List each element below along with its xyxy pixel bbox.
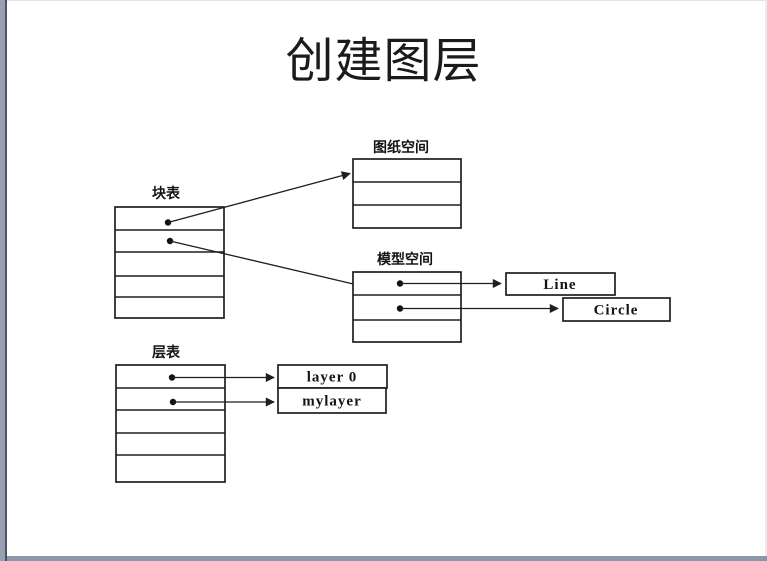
- block-table: 块表: [114, 185, 225, 319]
- layer-table-label: 层表: [152, 344, 181, 361]
- layer0-entry: layer 0: [277, 364, 388, 389]
- circle-entity-label: Circle: [594, 303, 639, 319]
- mylayer-entry: mylayer: [277, 387, 387, 414]
- arrow-block-to-model-space: [169, 240, 365, 290]
- paper-space-box: [352, 158, 462, 229]
- window-left-edge: [0, 0, 7, 561]
- paper-space-row-lines: [353, 181, 461, 206]
- window-top-edge: [0, 0, 767, 1]
- line-entity-box: [505, 272, 616, 296]
- mylayer-label: mylayer: [302, 394, 361, 410]
- block-table-box: [114, 206, 225, 319]
- layer-table-row-lines: [116, 387, 225, 456]
- paper-space-table: 图纸空间: [352, 139, 462, 229]
- arrow-block-to-paper-space: [167, 171, 351, 224]
- model-space-row-lines: [353, 294, 461, 321]
- window-bottom-edge: [0, 556, 767, 561]
- line-entity: Line: [505, 272, 616, 296]
- layer-table-box: [115, 364, 226, 483]
- line-entity-label: Line: [543, 277, 576, 293]
- block-table-row-lines: [115, 229, 224, 298]
- window-right-edge: [765, 0, 767, 561]
- layer-table: 层表: [115, 344, 226, 483]
- layer0-label: layer 0: [307, 370, 357, 386]
- circle-entity-box: [562, 297, 671, 322]
- model-space-table: 模型空间: [352, 251, 462, 343]
- model-space-label: 模型空间: [377, 251, 433, 268]
- paper-space-label: 图纸空间: [373, 139, 429, 156]
- model-space-box: [352, 271, 462, 343]
- mylayer-box: [277, 387, 387, 414]
- slide-title: 创建图层: [285, 35, 482, 88]
- circle-entity: Circle: [562, 297, 671, 322]
- block-table-label: 块表: [152, 185, 181, 202]
